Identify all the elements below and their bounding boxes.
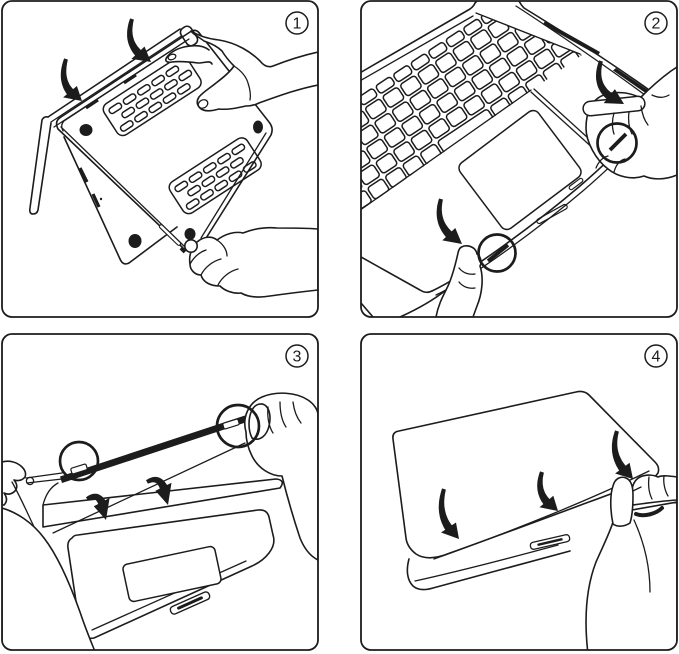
svg-text:1: 1	[293, 16, 302, 33]
svg-text:4: 4	[652, 349, 661, 366]
svg-text:3: 3	[293, 349, 302, 366]
svg-text:2: 2	[652, 16, 661, 33]
